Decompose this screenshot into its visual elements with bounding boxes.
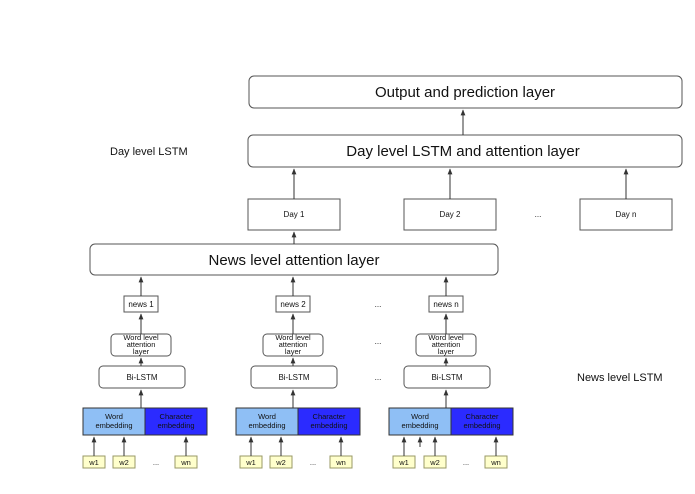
svg-text:Word: Word [258, 412, 276, 421]
svg-text:attention: attention [432, 340, 461, 349]
svg-text:...: ... [310, 458, 316, 467]
bilstm-label-1: Bi-LSTM [126, 373, 157, 382]
day-box-1: Day 1 [247, 198, 341, 231]
svg-text:embedding: embedding [95, 421, 132, 430]
news-ellipsis: ... [375, 300, 382, 309]
output-layer: Output and prediction layer [248, 75, 683, 109]
word-embedding-box-2 [235, 407, 299, 436]
word-attention-box-2: Word level attention layer [262, 333, 324, 357]
svg-text:embedding: embedding [157, 421, 194, 430]
day-lstm-layer: Day level LSTM and attention layer [247, 134, 683, 168]
news-level-side-label: News level LSTM [577, 372, 663, 384]
bilstm-label-n: Bi-LSTM [431, 373, 462, 382]
day-ellipsis: ... [535, 210, 542, 219]
word-attention-ellipsis: ... [375, 337, 382, 346]
bilstm-label-2: Bi-LSTM [278, 373, 309, 382]
svg-text:Character: Character [160, 412, 193, 421]
embedding-group-2: Word embedding Character embedding [235, 407, 361, 436]
word-embedding-box-n [388, 407, 452, 436]
word-embedding-box-1 [82, 407, 146, 436]
day-label-1: Day 1 [284, 210, 305, 219]
news-box-1: news 1 [123, 295, 159, 313]
svg-text:Word level: Word level [275, 333, 311, 342]
bilstm-ellipsis: ... [375, 373, 382, 382]
word-inputs-n: w1 w2 ... wn [392, 436, 508, 469]
svg-text:Word: Word [411, 412, 429, 421]
character-embedding-box-1 [144, 407, 208, 436]
news-label-2: news 2 [280, 300, 306, 309]
svg-text:layer: layer [438, 347, 455, 356]
day-lstm-layer-label: Day level LSTM and attention layer [346, 143, 579, 160]
svg-text:wn: wn [180, 458, 191, 467]
news-attention-layer: News level attention layer [89, 243, 499, 276]
news-box-n: news n [428, 295, 464, 313]
bilstm-box-2: Bi-LSTM [250, 365, 338, 389]
svg-text:...: ... [153, 458, 159, 467]
output-layer-label: Output and prediction layer [375, 84, 555, 101]
character-embedding-box-2 [297, 407, 361, 436]
word-attention-box-n: Word level attention layer [415, 333, 477, 357]
svg-text:layer: layer [133, 347, 150, 356]
svg-text:...: ... [463, 458, 469, 467]
svg-text:attention: attention [127, 340, 156, 349]
word-attention-box-1: Word level attention layer [110, 333, 172, 357]
svg-text:Character: Character [313, 412, 346, 421]
news-label-n: news n [433, 300, 458, 309]
svg-text:w2: w2 [118, 458, 129, 467]
bilstm-box-n: Bi-LSTM [403, 365, 491, 389]
bilstm-box-1: Bi-LSTM [98, 365, 186, 389]
day-box-2: Day 2 [403, 198, 497, 231]
word-inputs-2: w1 w2 ... wn [239, 436, 353, 469]
svg-text:w1: w1 [245, 458, 256, 467]
svg-text:w1: w1 [88, 458, 99, 467]
day-box-n: Day n [579, 198, 673, 231]
news-attention-layer-label: News level attention layer [209, 252, 380, 269]
svg-text:Word: Word [105, 412, 123, 421]
svg-text:Character: Character [466, 412, 499, 421]
svg-text:embedding: embedding [248, 421, 285, 430]
svg-text:wn: wn [335, 458, 346, 467]
news-label-1: news 1 [128, 300, 154, 309]
svg-text:w2: w2 [429, 458, 440, 467]
svg-text:layer: layer [285, 347, 302, 356]
embedding-group-n: Word embedding Character embedding [388, 407, 514, 436]
svg-text:Word level: Word level [428, 333, 464, 342]
svg-text:Word level: Word level [123, 333, 159, 342]
day-label-n: Day n [616, 210, 637, 219]
svg-text:embedding: embedding [463, 421, 500, 430]
svg-text:wn: wn [490, 458, 501, 467]
svg-text:embedding: embedding [401, 421, 438, 430]
svg-text:w1: w1 [398, 458, 409, 467]
day-level-side-label: Day level LSTM [110, 146, 188, 158]
word-inputs-1: w1 w2 ... wn [82, 436, 198, 469]
svg-text:attention: attention [279, 340, 308, 349]
news-box-2: news 2 [275, 295, 311, 313]
svg-text:w2: w2 [275, 458, 286, 467]
embedding-group-1: Word embedding Character embedding [82, 407, 208, 436]
character-embedding-box-n [450, 407, 514, 436]
svg-text:embedding: embedding [310, 421, 347, 430]
day-label-2: Day 2 [440, 210, 461, 219]
